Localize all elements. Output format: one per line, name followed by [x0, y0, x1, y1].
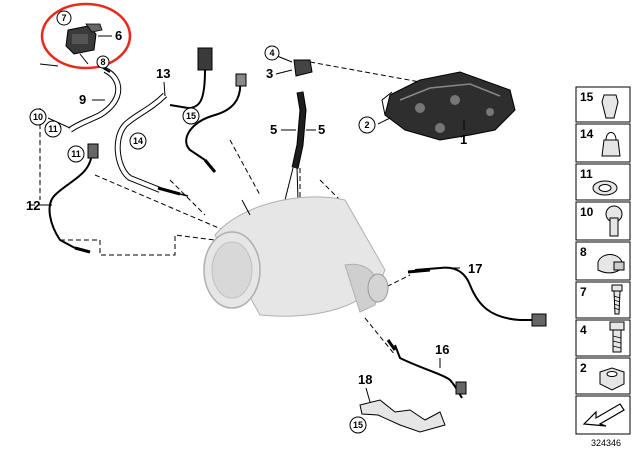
- circled-callouts: 7 8 4 2 10 11 11 14: [29, 10, 376, 434]
- callout-5-left: 5: [270, 122, 277, 137]
- circled-4: 4: [264, 45, 280, 61]
- circled-7: 7: [56, 10, 72, 26]
- circled-2: 2: [358, 116, 376, 134]
- legend-item-15: 15: [575, 86, 631, 123]
- svg-text:4: 4: [580, 323, 587, 337]
- circled-8: 8: [96, 55, 110, 69]
- callout-17: 17: [468, 261, 482, 276]
- callout-9: 9: [79, 92, 86, 107]
- screw-icon: [611, 284, 623, 292]
- svg-text:7: 7: [580, 285, 587, 299]
- callout-3: 3: [266, 66, 273, 81]
- legend-item-8: 8: [575, 241, 631, 281]
- svg-text:14: 14: [580, 127, 594, 141]
- svg-text:4: 4: [269, 48, 274, 58]
- sensor-wire-13: [169, 47, 247, 173]
- svg-text:8: 8: [580, 245, 587, 259]
- nut-icon: [599, 367, 625, 391]
- sensor-wire-12: [48, 143, 99, 254]
- legend-item-2: 2: [575, 357, 631, 395]
- direction-arrow-icon: [582, 403, 625, 427]
- sensor-wire-14: [114, 92, 189, 197]
- document-number: 324346: [591, 438, 621, 448]
- parts-legend: 15 14 11 10 8: [575, 86, 631, 448]
- bolt-icon: [609, 321, 625, 331]
- svg-text:14: 14: [133, 136, 143, 146]
- sensor-wire-17: [407, 266, 547, 327]
- leader-lines: [30, 61, 421, 356]
- heat-shield-part: [381, 71, 516, 141]
- svg-text:15: 15: [580, 90, 594, 104]
- callout-numbers: 6 9 13 3 5 5 1 12 17 16 18: [26, 28, 482, 387]
- bracket-part: [359, 399, 446, 433]
- hose-part: [68, 65, 122, 133]
- callout-6: 6: [115, 28, 122, 43]
- legend-item-10: 10: [575, 201, 631, 241]
- svg-text:2: 2: [580, 361, 587, 375]
- svg-text:15: 15: [353, 420, 363, 430]
- svg-text:7: 7: [61, 13, 66, 23]
- particulate-filter-part: [203, 196, 389, 317]
- clip-14-icon: [601, 139, 621, 157]
- callout-16: 16: [435, 342, 449, 357]
- circled-11-top: 11: [44, 120, 62, 138]
- legend-item-4: 4: [575, 319, 631, 357]
- svg-text:2: 2: [364, 120, 369, 130]
- legend-item-14: 14: [575, 123, 631, 163]
- svg-text:11: 11: [48, 124, 58, 134]
- legend-item-7: 7: [575, 281, 631, 319]
- clip-15-icon: [601, 94, 619, 119]
- callout-lines: [39, 35, 465, 403]
- svg-text:11: 11: [71, 149, 81, 159]
- callout-5-right: 5: [318, 122, 325, 137]
- highlight-ring: [40, 2, 132, 70]
- circled-15-top: 15: [182, 107, 200, 125]
- pressure-sensor-part: [65, 23, 103, 65]
- circled-10: 10: [29, 108, 47, 126]
- sensor-wire-16: [386, 339, 467, 399]
- circled-15-bottom: 15: [349, 416, 367, 434]
- svg-text:15: 15: [186, 111, 196, 121]
- circled-14: 14: [129, 132, 147, 150]
- callout-13: 13: [156, 66, 170, 81]
- callout-1: 1: [460, 132, 467, 147]
- circled-11-bottom: 11: [67, 145, 85, 163]
- svg-text:10: 10: [33, 112, 43, 122]
- legend-direction: [575, 395, 631, 435]
- pipe-part: [284, 59, 313, 201]
- callout-18: 18: [358, 372, 372, 387]
- legend-item-11: 11: [575, 163, 631, 201]
- callout-12: 12: [26, 198, 40, 213]
- svg-text:10: 10: [580, 205, 594, 219]
- svg-text:11: 11: [580, 167, 593, 181]
- svg-text:8: 8: [100, 57, 105, 67]
